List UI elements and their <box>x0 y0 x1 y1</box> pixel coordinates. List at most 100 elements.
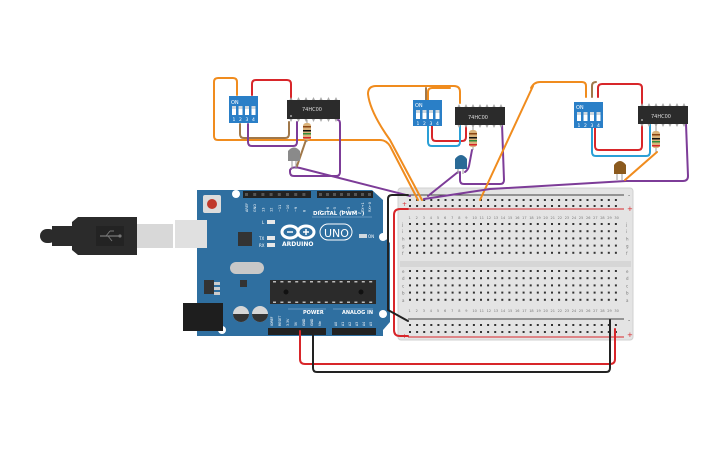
terminal-hole[interactable] <box>572 291 575 294</box>
terminal-hole[interactable] <box>593 251 596 254</box>
rail-hole[interactable] <box>444 324 447 326</box>
terminal-hole[interactable] <box>501 251 504 254</box>
rail-hole[interactable] <box>487 331 490 333</box>
terminal-hole[interactable] <box>579 291 582 294</box>
wire-orange[interactable] <box>530 81 587 98</box>
ic-pin[interactable] <box>304 97 308 100</box>
dip-toggle-slider[interactable] <box>590 112 594 115</box>
ic-pin[interactable] <box>499 125 503 128</box>
terminal-hole[interactable] <box>472 291 475 294</box>
rail-hole[interactable] <box>487 205 490 207</box>
ic-pin[interactable] <box>304 119 308 122</box>
terminal-hole[interactable] <box>465 270 468 272</box>
terminal-hole[interactable] <box>565 298 568 301</box>
terminal-hole[interactable] <box>565 291 568 294</box>
terminal-hole[interactable] <box>565 244 568 247</box>
terminal-hole[interactable] <box>487 284 490 287</box>
terminal-hole[interactable] <box>543 230 546 233</box>
terminal-hole[interactable] <box>480 237 482 240</box>
terminal-hole[interactable] <box>607 244 610 247</box>
terminal-hole[interactable] <box>465 251 468 254</box>
digital-pin-socket[interactable] <box>294 193 298 196</box>
terminal-hole[interactable] <box>494 284 497 287</box>
terminal-hole[interactable] <box>451 291 454 294</box>
terminal-hole[interactable] <box>480 244 482 247</box>
terminal-hole[interactable] <box>458 251 461 254</box>
terminal-hole[interactable] <box>508 298 511 301</box>
rail-hole[interactable] <box>607 324 610 326</box>
terminal-hole[interactable] <box>600 230 603 233</box>
dip-toggle-slider[interactable] <box>422 110 427 113</box>
terminal-hole[interactable] <box>515 270 518 272</box>
terminal-hole[interactable] <box>451 251 454 254</box>
dip-switch-toggles[interactable] <box>232 106 256 115</box>
led-blue[interactable] <box>455 155 467 174</box>
terminal-hole[interactable] <box>494 244 497 247</box>
terminal-hole[interactable] <box>416 244 419 247</box>
terminal-hole[interactable] <box>515 251 518 254</box>
rail-hole[interactable] <box>451 324 454 326</box>
dip-toggle-4[interactable] <box>435 110 440 119</box>
terminal-hole[interactable] <box>515 230 518 233</box>
terminal-hole[interactable] <box>494 230 497 233</box>
terminal-hole[interactable] <box>607 291 610 294</box>
dip-toggle-slider[interactable] <box>416 110 420 113</box>
terminal-hole[interactable] <box>423 277 426 280</box>
digital-header-left[interactable] <box>243 191 311 198</box>
terminal-hole[interactable] <box>444 284 447 287</box>
terminal-hole[interactable] <box>579 251 582 254</box>
terminal-hole[interactable] <box>508 230 511 233</box>
ic-pin[interactable] <box>457 104 461 107</box>
terminal-hole[interactable] <box>600 237 603 240</box>
rail-hole[interactable] <box>586 324 589 326</box>
ic-pin[interactable] <box>675 124 679 127</box>
rail-hole[interactable] <box>494 199 497 201</box>
terminal-hole[interactable] <box>572 251 575 254</box>
terminal-hole[interactable] <box>579 284 582 287</box>
terminal-hole[interactable] <box>465 230 468 233</box>
rail-hole[interactable] <box>409 205 411 207</box>
ic-pin[interactable] <box>661 124 665 127</box>
terminal-hole[interactable] <box>409 298 411 301</box>
terminal-hole[interactable] <box>515 277 518 280</box>
terminal-hole[interactable] <box>536 230 539 233</box>
terminal-hole[interactable] <box>480 277 482 280</box>
rail-hole[interactable] <box>558 205 561 207</box>
rail-hole[interactable] <box>586 331 589 333</box>
digital-pin-socket[interactable] <box>340 193 343 196</box>
terminal-hole[interactable] <box>501 230 504 233</box>
terminal-hole[interactable] <box>529 223 532 225</box>
terminal-hole[interactable] <box>558 277 561 280</box>
terminal-hole[interactable] <box>565 270 568 272</box>
rail-hole[interactable] <box>600 324 603 326</box>
rail-hole[interactable] <box>579 324 582 326</box>
rail-hole[interactable] <box>565 205 568 207</box>
terminal-hole[interactable] <box>572 223 575 225</box>
digital-pin-socket[interactable] <box>319 193 322 196</box>
terminal-hole[interactable] <box>529 237 532 240</box>
rail-hole[interactable] <box>458 331 461 333</box>
terminal-hole[interactable] <box>430 270 433 272</box>
terminal-hole[interactable] <box>437 244 440 247</box>
terminal-hole[interactable] <box>565 237 568 240</box>
terminal-hole[interactable] <box>409 270 411 272</box>
dip-toggle-2[interactable] <box>583 112 588 121</box>
terminal-hole[interactable] <box>607 230 610 233</box>
terminal-hole[interactable] <box>536 270 539 272</box>
dip-toggle-slider[interactable] <box>583 112 588 115</box>
terminal-hole[interactable] <box>543 237 546 240</box>
terminal-hole[interactable] <box>529 230 532 233</box>
terminal-hole[interactable] <box>586 284 589 287</box>
terminal-hole[interactable] <box>551 230 553 233</box>
ic-pin[interactable] <box>668 103 672 106</box>
wire-orange[interactable] <box>624 151 658 181</box>
dip-toggle-slider[interactable] <box>251 106 256 109</box>
terminal-hole[interactable] <box>494 237 497 240</box>
terminal-hole[interactable] <box>409 277 411 280</box>
wire-red[interactable] <box>594 83 643 151</box>
terminal-hole[interactable] <box>586 270 589 272</box>
terminal-hole[interactable] <box>586 237 589 240</box>
terminal-hole[interactable] <box>458 277 461 280</box>
reset-button-cap[interactable] <box>207 199 217 209</box>
terminal-hole[interactable] <box>458 291 461 294</box>
